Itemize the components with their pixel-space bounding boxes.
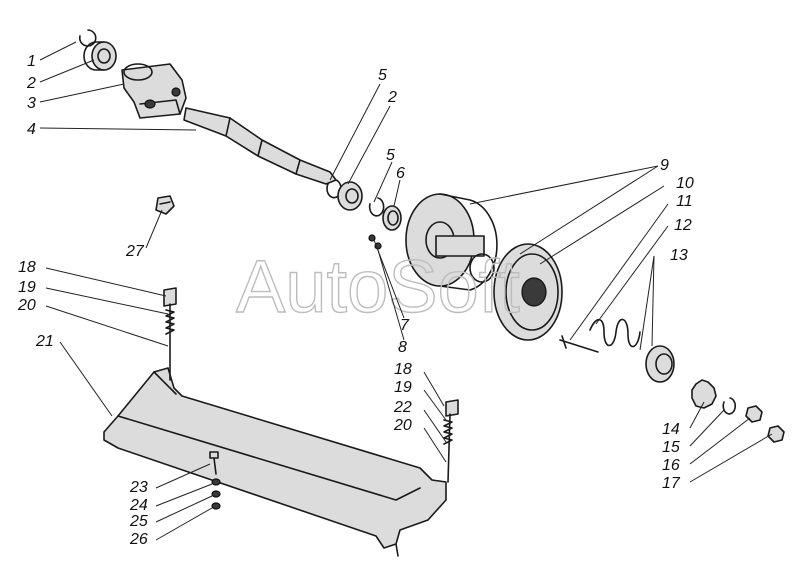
callout-15: 15 (662, 439, 680, 456)
callout-3: 3 (27, 95, 36, 112)
callout-19: 19 (18, 279, 36, 296)
tension-rod-right-parts-18-22 (443, 399, 459, 483)
callout-27: 27 (125, 243, 145, 260)
shaft-part-4 (183, 107, 337, 185)
tension-rod-left-parts-18-20 (163, 287, 177, 381)
callout-20: 20 (17, 297, 36, 314)
grease-fitting-part-27 (155, 195, 175, 215)
bearing-part-2 (83, 41, 117, 71)
spacer-ring-part-6 (382, 205, 402, 231)
callout-19: 19 (394, 379, 412, 396)
spring-part-12 (589, 318, 641, 348)
callout-22: 22 (393, 399, 412, 416)
snap-ring-part-1 (78, 29, 97, 47)
callout-26: 26 (129, 531, 148, 548)
callout-17: 17 (662, 475, 681, 492)
callout-20: 20 (393, 417, 412, 434)
snap-ring-part-5b (368, 197, 385, 217)
callout-14: 14 (662, 421, 680, 438)
callout-5: 5 (386, 147, 395, 164)
callout-2: 2 (26, 75, 36, 92)
drive-pulley-part-9 (405, 193, 498, 291)
callout-16: 16 (662, 457, 680, 474)
spring-cup-part-13 (645, 345, 675, 383)
ring-part-15 (722, 397, 737, 415)
callout-23: 23 (129, 479, 148, 496)
callout-10: 10 (676, 175, 694, 192)
callout-6: 6 (396, 165, 405, 182)
callout-18: 18 (18, 259, 36, 276)
callout-13: 13 (670, 247, 688, 264)
callout-1: 1 (27, 53, 36, 70)
callout-24: 24 (129, 497, 148, 514)
callout-8: 8 (398, 339, 407, 356)
driven-pulley-part-10 (469, 243, 563, 341)
callout-12: 12 (674, 217, 692, 234)
snap-ring-part-5a (326, 179, 342, 199)
callout-5: 5 (378, 67, 387, 84)
bearing-part-2b (337, 181, 363, 211)
callout-11: 11 (676, 193, 693, 210)
sprocket-part-14 (691, 379, 717, 409)
callout-7: 7 (400, 317, 410, 334)
watermark-text: AutoSoft (236, 245, 520, 328)
callout-18: 18 (394, 361, 412, 378)
bearing-housing-part-3 (121, 63, 187, 119)
leader-lines (39, 41, 773, 541)
bolt-part-11 (559, 335, 599, 353)
callout-2: 2 (387, 89, 397, 106)
frame-part-21 (103, 367, 447, 557)
callout-labels: 1 2 3 4 5 2 5 6 9 10 11 12 13 27 7 8 18 … (17, 53, 694, 548)
nut-part-17 (767, 425, 785, 443)
callout-25: 25 (129, 513, 148, 530)
callout-4: 4 (27, 121, 36, 138)
callout-9: 9 (660, 157, 669, 174)
callout-21: 21 (35, 333, 54, 350)
fastener-parts-23-26 (209, 451, 221, 510)
